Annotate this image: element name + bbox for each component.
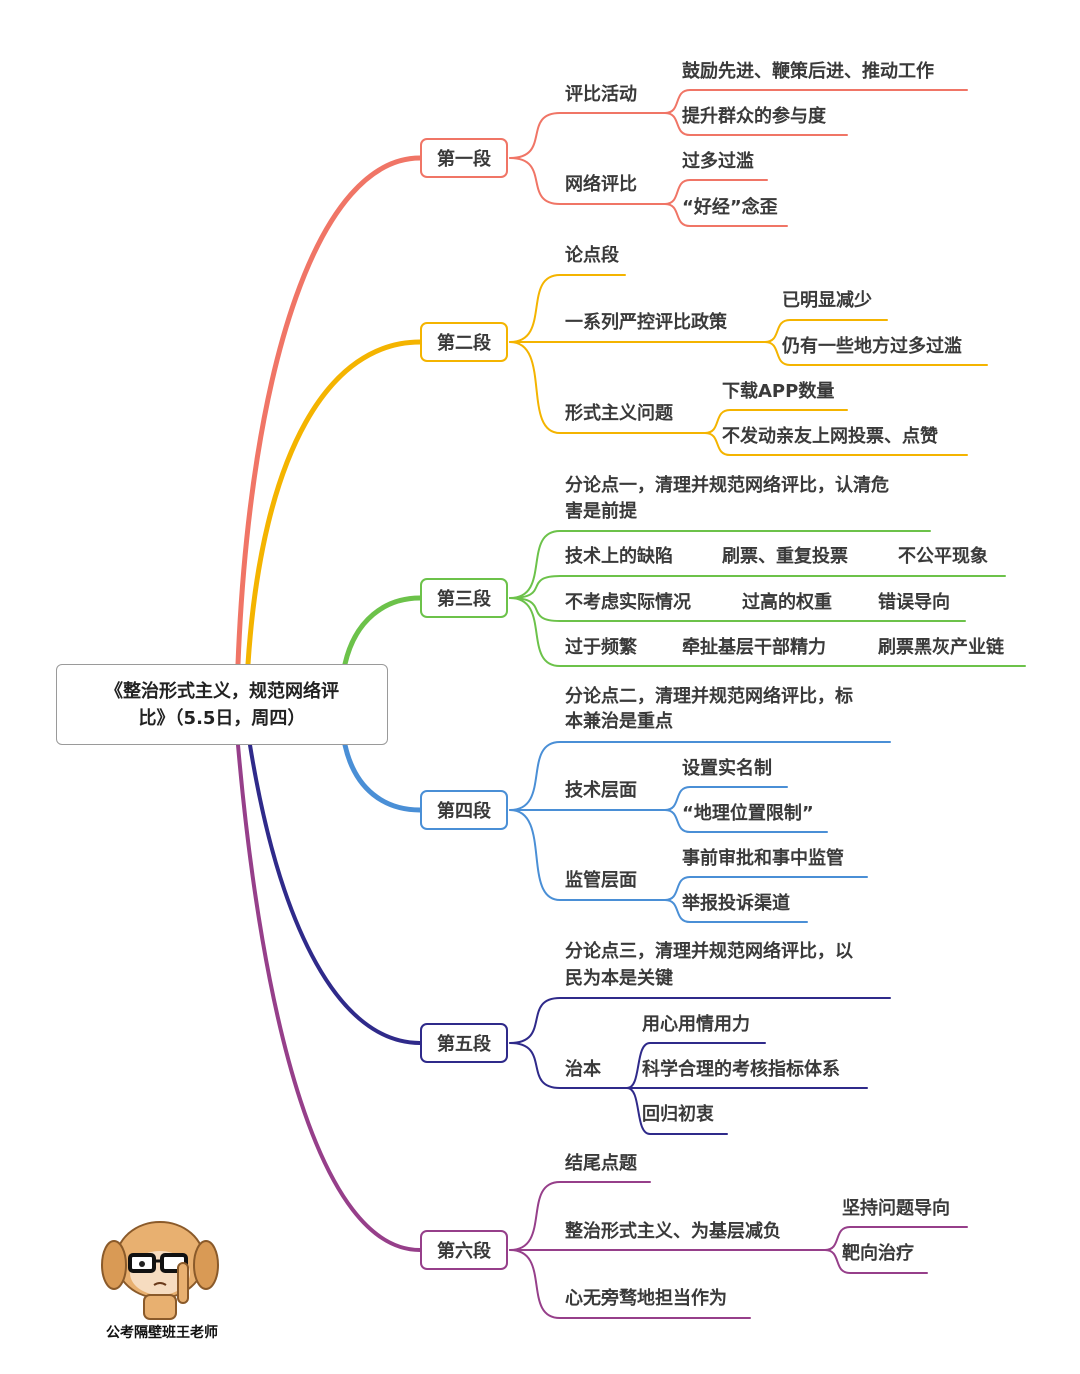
node[interactable]: “地理位置限制” [682, 803, 814, 824]
node[interactable]: 下载APP数量 [722, 381, 835, 402]
node[interactable]: 牵扯基层干部精力 [682, 637, 826, 658]
connector-line [509, 274, 626, 343]
logo-caption: 公考隔壁班王老师 [106, 1325, 218, 1341]
node[interactable]: 论点段 [565, 245, 619, 266]
connector-line [509, 1181, 651, 1251]
connector-line [626, 1042, 766, 1089]
node[interactable]: 结尾点题 [565, 1153, 637, 1174]
mascot-logo-icon [101, 1221, 219, 1320]
connector-line [509, 741, 891, 811]
connector-line [664, 786, 788, 811]
connector-line [509, 341, 706, 434]
node[interactable]: 仍有一些地方过多过滥 [782, 336, 962, 357]
section-3-node[interactable]: 第三段 [420, 578, 508, 618]
node[interactable]: 整治形式主义、为基层减负 [565, 1221, 781, 1242]
connector-line [764, 341, 988, 366]
connector-line [509, 112, 666, 159]
node[interactable]: 监管层面 [565, 870, 637, 891]
connector-line [509, 597, 1026, 667]
root-node[interactable]: 《整治形式主义，规范网络评 比》（5.5日，周四） [56, 664, 388, 745]
section-5-node[interactable]: 第五段 [420, 1023, 508, 1063]
node[interactable]: 技术层面 [565, 780, 637, 801]
connector-line [509, 1042, 628, 1089]
connector-line [664, 899, 808, 923]
node[interactable]: 分论点三，清理并规范网络评比，以 [565, 941, 853, 962]
node[interactable]: 技术上的缺陷 [565, 546, 673, 567]
node[interactable]: 害是前提 [565, 501, 637, 522]
node[interactable]: 治本 [565, 1059, 601, 1080]
section-2-node[interactable]: 第二段 [420, 322, 508, 362]
section-4-node[interactable]: 第四段 [420, 790, 508, 830]
section-1-node[interactable]: 第一段 [420, 138, 508, 178]
node[interactable]: 回归初衷 [642, 1104, 714, 1125]
connector-line [664, 876, 868, 901]
node[interactable]: 分论点二，清理并规范网络评比，标 [565, 686, 853, 707]
branch-section-1 [235, 155, 423, 667]
node[interactable]: 过于频繁 [565, 637, 637, 658]
node[interactable]: 设置实名制 [682, 758, 772, 779]
root-title-line2: 比》（5.5日，周四） [138, 707, 306, 729]
node[interactable]: 不公平现象 [898, 546, 988, 567]
node[interactable]: 坚持问题导向 [842, 1198, 950, 1219]
node[interactable]: 一系列严控评比政策 [565, 312, 727, 333]
connector-line [509, 597, 966, 622]
node[interactable]: 分论点一，清理并规范网络评比，认清危 [565, 475, 889, 496]
connector-line [704, 432, 968, 456]
connector-line [664, 179, 768, 205]
connector-line [664, 809, 828, 833]
node[interactable]: 过高的权重 [742, 592, 832, 613]
connector-line [509, 997, 891, 1044]
connector-line [764, 319, 888, 343]
node[interactable]: 事前审批和事中监管 [682, 848, 844, 869]
branch-section-2 [245, 339, 423, 667]
section-6-node[interactable]: 第六段 [420, 1230, 508, 1270]
node[interactable]: 用心用情用力 [642, 1014, 750, 1035]
connector-line [824, 1249, 928, 1274]
connector-line [704, 409, 848, 434]
connector-line [509, 575, 1006, 599]
node[interactable]: 不发动亲友上网投票、点赞 [722, 426, 938, 447]
node[interactable]: 鼓励先进、鞭策后进、推动工作 [682, 61, 934, 82]
connector-line [664, 112, 848, 136]
node[interactable]: 过多过滥 [682, 151, 754, 172]
root-title-line1: 《整治形式主义，规范网络评 [105, 680, 339, 702]
connector-line [509, 530, 931, 599]
node[interactable]: 举报投诉渠道 [682, 893, 790, 914]
node[interactable]: 不考虑实际情况 [565, 592, 691, 613]
node[interactable]: 刷票、重复投票 [722, 546, 848, 567]
connector-line [626, 1087, 728, 1135]
node[interactable]: 心无旁骛地担当作为 [565, 1288, 727, 1309]
node[interactable]: 评比活动 [565, 84, 637, 105]
node[interactable]: 网络评比 [565, 174, 637, 195]
connector-line [509, 157, 666, 205]
node[interactable]: 错误导向 [878, 592, 950, 613]
connector-line [509, 809, 666, 901]
connector-line [824, 1226, 968, 1251]
branch-section-5 [248, 743, 422, 1045]
node[interactable]: “好经”念歪 [682, 197, 778, 218]
node[interactable]: 已明显减少 [782, 290, 872, 311]
node[interactable]: 形式主义问题 [565, 403, 673, 424]
node[interactable]: 靶向治疗 [842, 1243, 914, 1264]
connector-line [664, 89, 968, 114]
node[interactable]: 本兼治是重点 [565, 711, 673, 732]
connector-line [664, 203, 788, 227]
connector-line [509, 1249, 751, 1319]
branch-section-6 [236, 743, 422, 1252]
branch-section-4 [342, 742, 423, 813]
node[interactable]: 民为本是关键 [565, 968, 673, 989]
node[interactable]: 提升群众的参与度 [682, 106, 826, 127]
node[interactable]: 科学合理的考核指标体系 [642, 1059, 840, 1080]
branch-section-3 [342, 595, 423, 667]
node[interactable]: 刷票黑灰产业链 [878, 637, 1004, 658]
